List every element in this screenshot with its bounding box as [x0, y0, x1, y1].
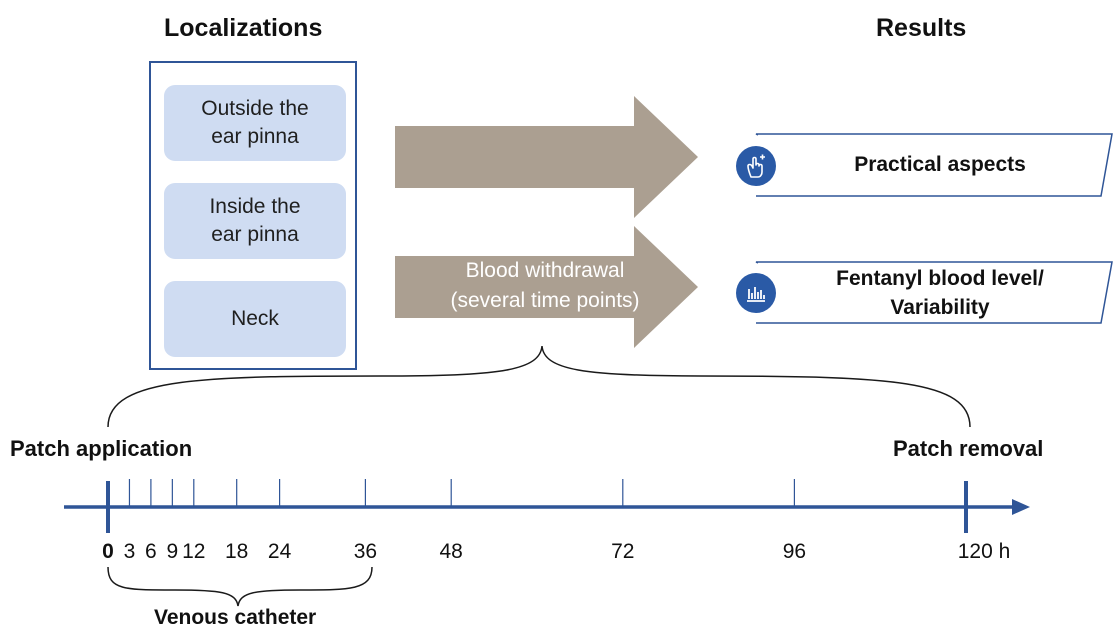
localization-outside-ear: Outside the ear pinna: [164, 85, 346, 161]
blood-withdrawal-label: Blood withdrawal (several time points): [450, 259, 640, 312]
tick-label-72: 72: [611, 540, 635, 563]
bar-chart-icon: [736, 273, 776, 313]
localizations-heading: Localizations: [164, 14, 323, 42]
fentanyl-level-label: Fentanyl blood level/ Variability: [836, 267, 1044, 319]
lower-arrow: [395, 226, 698, 348]
hand-touch-icon: [736, 146, 776, 186]
timeline-ticks: [106, 479, 968, 533]
patch-application-label: Patch application: [10, 436, 193, 461]
venous-catheter-brace: [107, 566, 373, 607]
localization-inside-ear: Inside the ear pinna: [164, 183, 346, 259]
tick-label-24: 24: [267, 540, 292, 563]
tick-label-12: 12: [182, 540, 206, 563]
tick-label-36: 36: [353, 540, 378, 563]
localization-neck: Neck: [164, 281, 346, 357]
timeline-arrowhead: [1012, 499, 1030, 515]
tick-label-0: 0: [102, 540, 114, 563]
fentanyl-box: [755, 261, 1113, 324]
tick-label-96: 96: [782, 540, 807, 563]
results-heading: Results: [876, 14, 967, 42]
practical-aspects-box: [755, 133, 1113, 197]
venous-catheter-label: Venous catheter: [154, 606, 317, 629]
patch-removal-label: Patch removal: [893, 436, 1044, 461]
tick-label-120: 120 h: [957, 540, 1011, 563]
practical-aspects-label: Practical aspects: [854, 153, 1026, 176]
tick-label-48: 48: [439, 540, 463, 563]
upper-arrow: [395, 96, 698, 218]
tick-label-18: 18: [225, 540, 249, 563]
tick-label-9: 9: [166, 540, 179, 563]
time-points-brace: [107, 345, 971, 428]
tick-label-3: 3: [123, 540, 136, 563]
tick-label-6: 6: [145, 540, 157, 563]
localizations-panel: Outside the ear pinna Inside the ear pin…: [149, 61, 357, 370]
